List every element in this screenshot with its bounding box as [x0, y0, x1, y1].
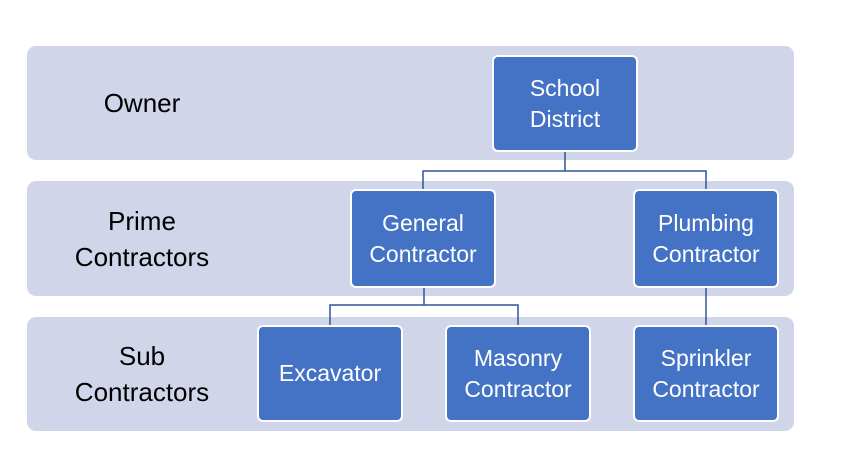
prime-contractors-label: Prime Contractors [27, 181, 257, 296]
sub-contractors-label: Sub Contractors [27, 317, 257, 431]
school-district-line1: School [529, 74, 601, 101]
excavator-line1: Excavator [278, 360, 382, 386]
prime-label-line2: Contractors [74, 241, 210, 272]
general-contractor-line1: General [382, 209, 464, 236]
owner-band [27, 46, 794, 160]
excavator-node: Excavator [257, 325, 403, 422]
school-district-line2: District [529, 105, 601, 132]
school-district-node: School District [492, 55, 638, 152]
plumbing-contractor-node: Plumbing Contractor [633, 189, 779, 288]
connector-general-to-subs [329, 287, 519, 327]
sprinkler-contractor-node: Sprinkler Contractor [633, 325, 779, 422]
general-contractor-line2: Contractor [369, 240, 477, 267]
connector-owner-to-primes [422, 151, 707, 191]
sprinkler-contractor-line1: Sprinkler [660, 344, 752, 371]
masonry-contractor-node: Masonry Contractor [445, 325, 591, 422]
prime-label-line1: Prime [108, 205, 176, 236]
masonry-contractor-line2: Contractor [464, 375, 572, 402]
plumbing-contractor-line1: Plumbing [658, 209, 754, 236]
sub-label-line2: Contractors [74, 377, 210, 407]
owner-label-line1: Owner [103, 88, 181, 118]
masonry-contractor-line1: Masonry [473, 344, 563, 371]
owner-label: Owner [27, 46, 257, 160]
sub-label-line1: Sub [118, 341, 166, 371]
sprinkler-contractor-line2: Contractor [652, 375, 760, 402]
plumbing-contractor-line2: Contractor [652, 240, 760, 267]
general-contractor-node: General Contractor [350, 189, 496, 288]
